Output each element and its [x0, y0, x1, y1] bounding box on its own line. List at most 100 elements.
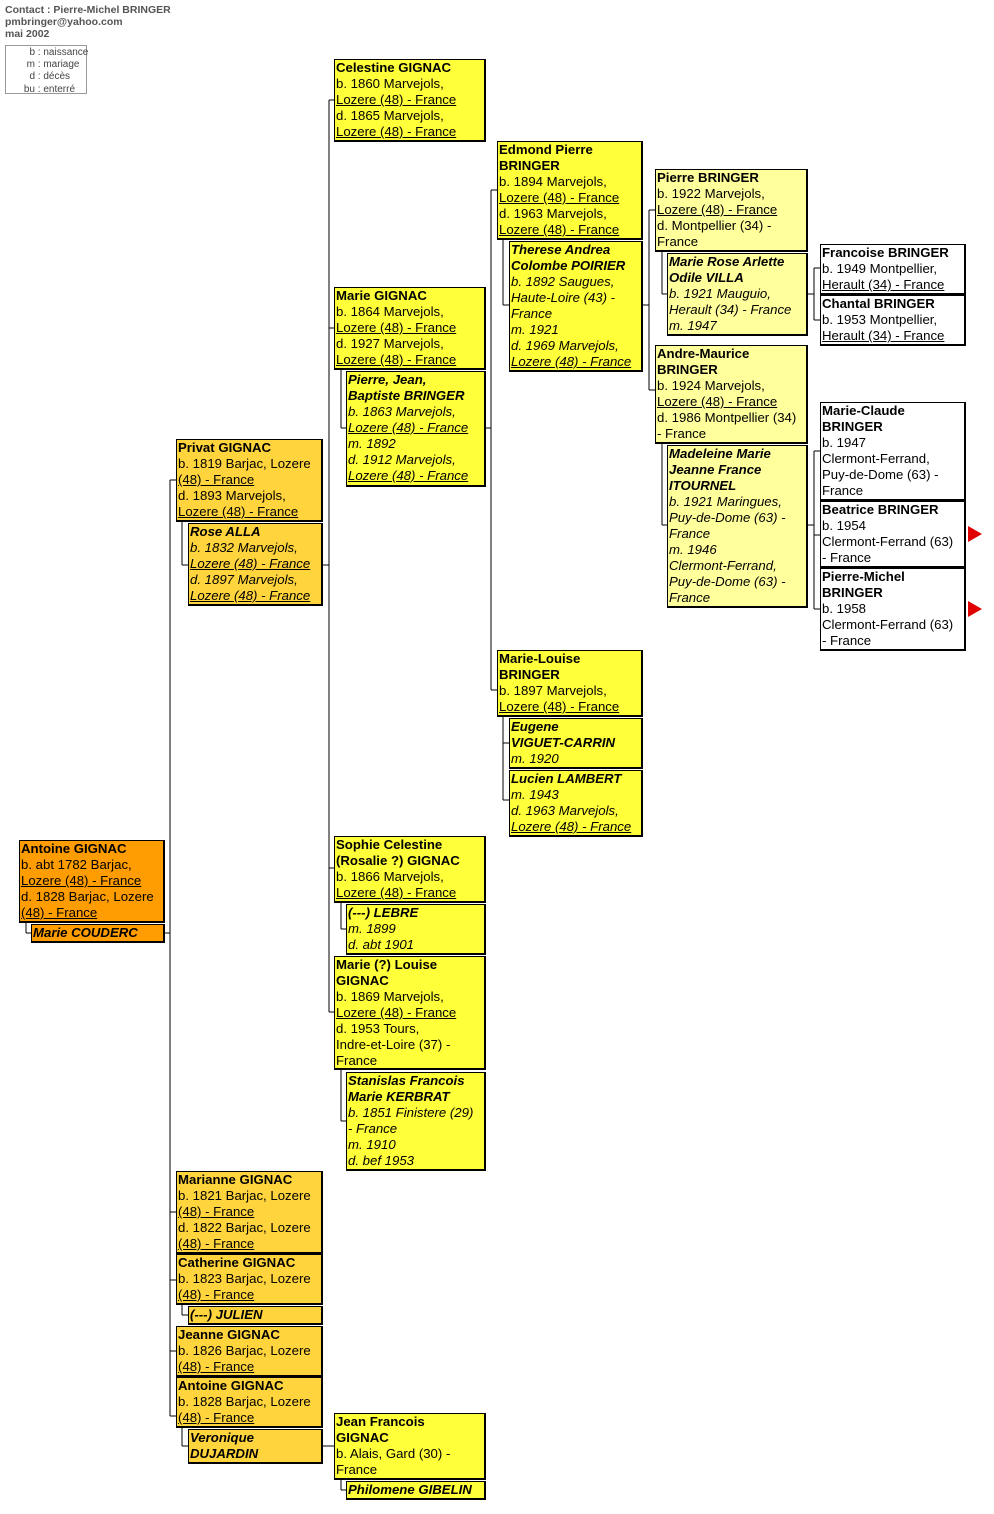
event-line: d. 1828 Barjac, Lozere: [21, 889, 154, 904]
event-line: Lozere (48) - France: [336, 885, 457, 900]
header-date: mai 2002: [5, 28, 50, 40]
event-line: d. Montpellier (34) -: [657, 218, 772, 233]
event-line: b. 1947: [822, 435, 866, 450]
person-name-line2: Colombe POIRIER: [511, 258, 626, 273]
spouse-box-philomene-gibelin[interactable]: Philomene GIBELIN: [346, 1481, 486, 1500]
person-box-chantal-bringer[interactable]: Chantal BRINGER b. 1953 Montpellier, Her…: [820, 295, 966, 346]
spouse-box-julien[interactable]: (---) JULIEN: [188, 1306, 323, 1325]
spouse-box-marie-rose-villa[interactable]: Marie Rose Arlette Odile VILLA b. 1921 M…: [667, 253, 808, 336]
person-box-jeanne-gignac[interactable]: Jeanne GIGNAC b. 1826 Barjac, Lozere (48…: [176, 1326, 323, 1377]
expand-arrow-icon[interactable]: [968, 601, 982, 617]
event-line: b. 1924 Marvejols,: [657, 378, 765, 393]
person-name: Chantal BRINGER: [822, 296, 935, 311]
person-name-line2: (Rosalie ?) GIGNAC: [336, 853, 460, 868]
person-box-antoine-gignac-fils[interactable]: Antoine GIGNAC b. 1828 Barjac, Lozere (4…: [176, 1377, 323, 1428]
person-name: Catherine GIGNAC: [178, 1255, 296, 1270]
event-line: Puy-de-Dome (63) -: [669, 574, 786, 589]
person-name: Pierre-Michel: [822, 569, 905, 584]
person-name-line2: BRINGER: [822, 419, 883, 434]
person-box-edmond-pierre-bringer[interactable]: Edmond Pierre BRINGER b. 1894 Marvejols,…: [497, 141, 643, 240]
spouse-box-therese-poirier[interactable]: Therese Andrea Colombe POIRIER b. 1892 S…: [509, 241, 643, 372]
event-line: Clermont-Ferrand,: [669, 558, 777, 573]
contact-line: Contact : Pierre-Michel BRINGER: [5, 4, 171, 16]
spouse-box-marie-couderc[interactable]: Marie COUDERC: [31, 924, 165, 943]
person-box-marianne-gignac[interactable]: Marianne GIGNAC b. 1821 Barjac, Lozere (…: [176, 1171, 323, 1254]
spouse-box-rose-alla[interactable]: Rose ALLA b. 1832 Marvejols, Lozere (48)…: [188, 523, 323, 606]
event-line: Lozere (48) - France: [190, 556, 311, 571]
legend-entry: m : mariage: [26, 59, 80, 71]
event-line: Lozere (48) - France: [499, 222, 620, 237]
event-line: Lozere (48) - France: [336, 1005, 457, 1020]
contact-header: Contact : Pierre-Michel BRINGER pmbringe…: [5, 4, 171, 40]
person-box-marie-louise-gignac[interactable]: Marie (?) Louise GIGNAC b. 1869 Marvejol…: [334, 956, 486, 1070]
event-line: (48) - France: [21, 905, 98, 920]
event-line: Lozere (48) - France: [348, 420, 469, 435]
person-name: Madeleine Marie: [669, 446, 771, 461]
legend-entry: b : naissance: [29, 47, 89, 58]
person-name: Eugene: [511, 719, 559, 734]
spouse-box-lebre[interactable]: (---) LEBRE m. 1899 d. abt 1901: [346, 904, 486, 955]
spouse-box-madeleine-itournel[interactable]: Madeleine Marie Jeanne France ITOURNEL b…: [667, 445, 808, 608]
event-line: France: [669, 590, 711, 605]
event-line: Clermont-Ferrand,: [822, 451, 930, 466]
event-line: b. 1823 Barjac, Lozere: [178, 1271, 311, 1286]
spouse-box-lucien-lambert[interactable]: Lucien LAMBERT m. 1943 d. 1963 Marvejols…: [509, 770, 643, 837]
person-box-antoine-gignac[interactable]: Antoine GIGNAC b. abt 1782 Barjac, Lozer…: [19, 840, 165, 923]
person-name: Stanislas Francois: [348, 1073, 465, 1088]
person-name-line2: Jeanne France: [669, 462, 762, 477]
event-line: Lozere (48) - France: [511, 354, 632, 369]
event-line: d. 1897 Marvejols,: [190, 572, 298, 587]
event-line: b. 1851 Finistere (29): [348, 1105, 474, 1120]
person-name-line2: DUJARDIN: [190, 1446, 259, 1461]
event-line: (48) - France: [178, 1410, 255, 1425]
event-line: Lozere (48) - France: [336, 124, 457, 139]
spouse-box-eugene-viguet-carrin[interactable]: Eugene VIGUET-CARRIN m. 1920: [509, 718, 643, 769]
person-name: Marie COUDERC: [33, 925, 138, 940]
person-name-line2: BRINGER: [822, 585, 883, 600]
spouse-box-stanislas-kerbrat[interactable]: Stanislas Francois Marie KERBRAT b. 1851…: [346, 1072, 486, 1171]
event-line: d. 1893 Marvejols,: [178, 488, 286, 503]
event-line: (48) - France: [178, 1359, 255, 1374]
event-line: Indre-et-Loire (37) -: [336, 1037, 451, 1052]
event-line: d. 1865 Marvejols,: [336, 108, 444, 123]
person-box-pierre-bringer[interactable]: Pierre BRINGER b. 1922 Marvejols, Lozere…: [655, 169, 808, 252]
event-line: Puy-de-Dome (63) -: [822, 467, 939, 482]
person-name: Marie Rose Arlette: [669, 254, 785, 269]
person-box-andre-maurice-bringer[interactable]: Andre-Maurice BRINGER b. 1924 Marvejols,…: [655, 345, 808, 444]
person-box-marie-claude-bringer[interactable]: Marie-Claude BRINGER b. 1947 Clermont-Fe…: [820, 402, 966, 501]
event-line: b. 1953 Montpellier,: [822, 312, 938, 327]
event-line: Lozere (48) - France: [348, 468, 469, 483]
person-name: (---) LEBRE: [348, 905, 419, 920]
person-name: (---) JULIEN: [190, 1307, 263, 1322]
person-box-privat-gignac[interactable]: Privat GIGNAC b. 1819 Barjac, Lozere (48…: [176, 439, 323, 522]
event-line: Lozere (48) - France: [178, 504, 299, 519]
event-line: m. 1892: [348, 436, 396, 451]
event-line: Lozere (48) - France: [511, 819, 632, 834]
person-box-jean-francois-gignac[interactable]: Jean Francois GIGNAC b. Alais, Gard (30)…: [334, 1413, 486, 1480]
event-line: b. 1819 Barjac, Lozere: [178, 456, 311, 471]
person-name: Therese Andrea: [511, 242, 611, 257]
person-box-marie-louise-bringer[interactable]: Marie-Louise BRINGER b. 1897 Marvejols, …: [497, 650, 643, 717]
person-box-sophie-celestine-gignac[interactable]: Sophie Celestine (Rosalie ?) GIGNAC b. 1…: [334, 836, 486, 903]
event-line: France: [822, 483, 864, 498]
person-box-francoise-bringer[interactable]: Francoise BRINGER b. 1949 Montpellier, H…: [820, 244, 966, 295]
spouse-box-pierre-jean-baptiste-bringer[interactable]: Pierre, Jean, Baptiste BRINGER b. 1863 M…: [346, 371, 486, 487]
person-name: Jean Francois: [336, 1414, 425, 1429]
person-box-pierre-michel-bringer[interactable]: Pierre-Michel BRINGER b. 1958 Clermont-F…: [820, 568, 966, 651]
event-line: b. 1863 Marvejols,: [348, 404, 456, 419]
event-line: d. 1963 Marvejols,: [511, 803, 619, 818]
event-line: b. 1826 Barjac, Lozere: [178, 1343, 311, 1358]
person-box-beatrice-bringer[interactable]: Beatrice BRINGER b. 1954 Clermont-Ferran…: [820, 501, 966, 568]
event-line: Lozere (48) - France: [336, 92, 457, 107]
expand-arrow-icon[interactable]: [968, 526, 982, 542]
person-name-line2: Baptiste BRINGER: [348, 388, 465, 403]
event-line: m. 1921: [511, 322, 559, 337]
person-box-marie-gignac[interactable]: Marie GIGNAC b. 1864 Marvejols, Lozere (…: [334, 287, 486, 370]
person-name: Edmond Pierre: [499, 142, 593, 157]
spouse-box-veronique-dujardin[interactable]: Veronique DUJARDIN: [188, 1429, 323, 1464]
person-box-catherine-gignac[interactable]: Catherine GIGNAC b. 1823 Barjac, Lozere …: [176, 1254, 323, 1305]
event-line: m. 1899: [348, 921, 396, 936]
person-box-celestine-gignac[interactable]: Celestine GIGNAC b. 1860 Marvejols, Loze…: [334, 59, 486, 142]
person-name: Lucien LAMBERT: [511, 771, 622, 786]
event-line: Lozere (48) - France: [190, 588, 311, 603]
